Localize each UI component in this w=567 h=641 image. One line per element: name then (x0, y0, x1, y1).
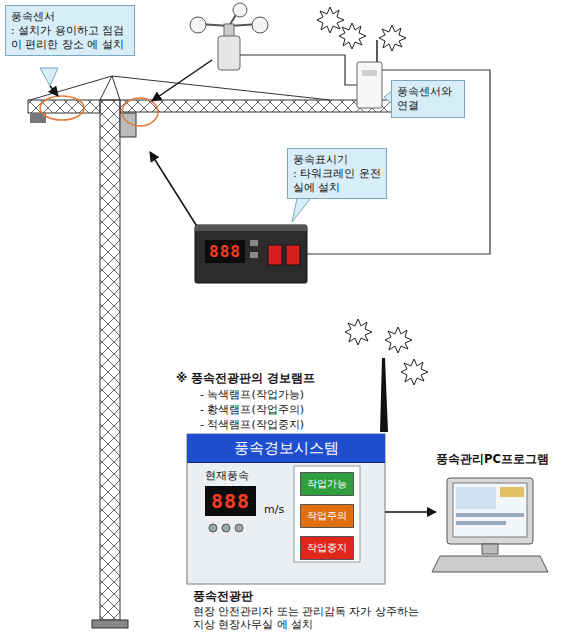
pc-monitor (500, 487, 524, 497)
sensor-callout: 풍속센서: 설치가 용이하고 점검이 편리한 장소 에 설치 (5, 5, 135, 56)
node-body: : 타워크레인 운전실에 설치 (293, 167, 381, 195)
wind-board: 풍속경보시스템현재풍속 888 작업가능작업주의작업중지 (187, 434, 385, 584)
pc-monitor (432, 556, 548, 572)
status-lamp: 작업중지 (300, 536, 354, 560)
pc-monitor (482, 544, 498, 554)
node-text: 풍속표시기 (293, 153, 381, 167)
tower-crane (92, 620, 128, 628)
indicator-device (195, 225, 307, 231)
node-text: 풍속관리PC프로그램 (436, 452, 561, 467)
board-body (222, 524, 230, 532)
tower-crane (28, 100, 100, 113)
anemometer (252, 17, 268, 33)
anemometer (233, 3, 247, 17)
pc-monitor (447, 478, 533, 544)
lamp-item: - 황색램프(작업주의) (200, 402, 304, 417)
connector-arrow (385, 511, 436, 513)
status-lamp: 작업가능 (300, 472, 354, 496)
tower-crane (120, 100, 398, 112)
board-body (187, 434, 385, 584)
board-body (294, 466, 360, 562)
node-text: 888 (205, 240, 245, 263)
radio-burst (339, 23, 366, 49)
highlight-ellipse (40, 96, 84, 120)
pointer-arrow (152, 60, 212, 101)
indicator-callout: 풍속표시기: 타워크레인 운전실에 설치 (287, 148, 387, 199)
radio-burst (401, 359, 428, 385)
tower-crane (28, 76, 398, 628)
unit-label: m/s (264, 503, 284, 516)
node-text: 작업가능 (307, 477, 347, 491)
board-body (209, 524, 217, 532)
tower-crane (100, 100, 120, 620)
radio-burst (317, 7, 344, 33)
indicator-device (195, 225, 307, 283)
tower-crane (112, 76, 330, 100)
signal-wire (240, 55, 490, 254)
pointer-arrow (50, 86, 58, 96)
board-antenna (380, 358, 388, 432)
callout-tail (40, 68, 392, 222)
board-note: 현장 안전관리자 또는 관리감독 자가 상주하는 지상 현장사무실 에 설치 (193, 605, 433, 630)
anemometer (190, 17, 206, 33)
highlight-ellipse (122, 98, 158, 126)
wind-indicator: 888 (195, 225, 307, 283)
transmitter (362, 70, 377, 76)
highlight-ellipse (40, 96, 158, 126)
anemometer (190, 3, 268, 70)
indicator-device (250, 240, 258, 246)
radio-burst (385, 327, 412, 353)
radio-burst (345, 319, 372, 345)
indicator-device (250, 252, 258, 258)
speed-display: 현재풍속 888 (205, 468, 256, 516)
indicator-device (195, 225, 307, 283)
pc-program: 풍속관리PC프로그램 (436, 452, 561, 572)
node-body: 888 (205, 486, 256, 516)
tower-crane (100, 76, 120, 100)
board-body (187, 434, 385, 584)
board-body (235, 524, 243, 532)
node-text: 풍속센서와 연결 (397, 85, 459, 113)
board-name: 풍속전광판 (193, 589, 253, 604)
anemometer (218, 36, 240, 70)
transmitter (357, 40, 382, 108)
node-text: 풍속센서 (11, 10, 129, 24)
node-text: 풍속경보시스템 (187, 434, 385, 463)
lamp-note: ※ 풍속전광판의 경보램프 (176, 371, 315, 386)
status-lamp: 작업주의 (300, 504, 354, 528)
pc-monitor (456, 487, 496, 509)
node-body: : 설치가 용이하고 점검이 편리한 장소 에 설치 (11, 24, 129, 52)
transmitter (357, 62, 382, 108)
callout-tail (40, 68, 58, 86)
radio-burst (379, 25, 406, 51)
node-text: 작업중지 (307, 541, 347, 555)
signal-wire (240, 55, 357, 85)
lamp-item: - 적색램프(작업중지) (200, 417, 304, 432)
pc-monitor (453, 483, 527, 537)
pc-monitor (456, 521, 506, 525)
indicator-device (268, 245, 282, 265)
lamp-item: - 녹색램프(작업가능) (200, 387, 304, 402)
indicator-device (286, 245, 300, 265)
transmitter (376, 40, 378, 62)
pointer-arrow (150, 152, 198, 228)
pc-monitor (432, 478, 548, 572)
connection-callout: 풍속센서와 연결 (391, 80, 465, 118)
node-text: 현재풍속 (205, 468, 256, 483)
pc-monitor (456, 513, 524, 517)
node-text: 작업주의 (307, 509, 347, 523)
pointer-arrow (50, 60, 212, 228)
board-antenna (380, 358, 388, 432)
